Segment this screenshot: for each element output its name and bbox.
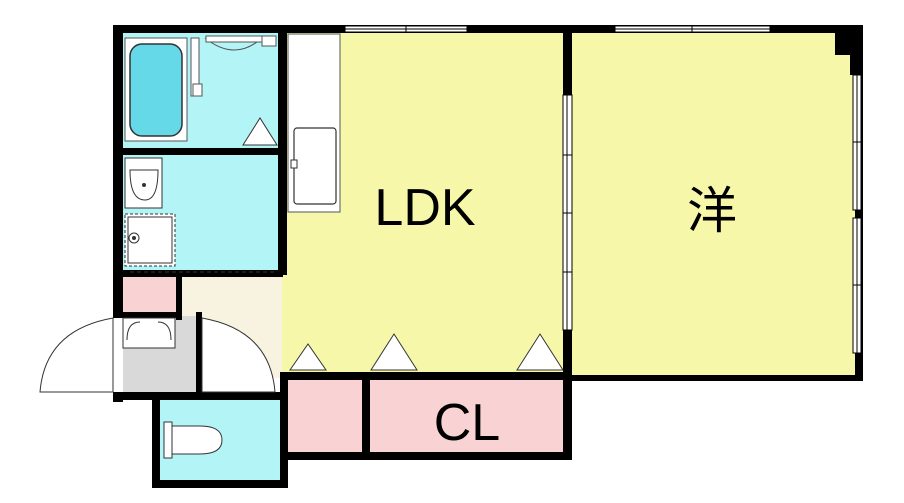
wall-bottom-western: [567, 375, 863, 381]
door-swing-icon: [39, 317, 114, 393]
wall-closet-right: [563, 372, 572, 460]
wall-storage-bottom: [113, 312, 182, 318]
stairs-triangle-icon: [516, 333, 564, 371]
wall-top: [113, 25, 861, 33]
wall-bath-washroom: [113, 148, 283, 155]
fixtures: [39, 33, 564, 459]
stairs-triangle-icon: [289, 343, 327, 371]
stairs-triangle-icon: [370, 333, 418, 371]
kitchen-counter-icon: [287, 33, 341, 213]
wall-washroom-hall: [113, 270, 283, 277]
washing-machine-icon: [124, 213, 176, 267]
label-western: 洋: [687, 182, 737, 240]
wall-closet-bottom: [282, 452, 570, 460]
shoe-cabinet-icon: [122, 317, 176, 349]
toilet-icon: [163, 421, 223, 459]
wall-entrance-right: [196, 312, 202, 396]
bath-door-icon: [190, 35, 277, 97]
room-closet-left: [288, 378, 362, 452]
room-closet: [368, 380, 565, 454]
wall-toilet-left: [152, 396, 160, 486]
sink-icon: [124, 157, 163, 209]
label-closet: CL: [434, 394, 500, 452]
room-storage: [123, 276, 178, 314]
pillar-corner: [835, 25, 863, 75]
stairs-triangle-icon: [242, 117, 278, 146]
wall-closet-divider: [362, 372, 370, 458]
wall-toilet-bottom: [152, 480, 286, 488]
room-western: [570, 33, 855, 375]
bathtub-icon: [124, 37, 188, 142]
room-labels: LDK 洋 CL: [374, 179, 737, 452]
wall-left-upper: [113, 25, 123, 315]
wall-entrance-bottom: [113, 392, 283, 400]
label-ldk: LDK: [374, 179, 475, 237]
wall-toilet-right: [280, 372, 288, 488]
door-swing-icon: [201, 317, 276, 393]
windows: [344, 25, 862, 354]
wall-storage-right: [176, 276, 182, 320]
wall-closet-top: [282, 372, 570, 380]
